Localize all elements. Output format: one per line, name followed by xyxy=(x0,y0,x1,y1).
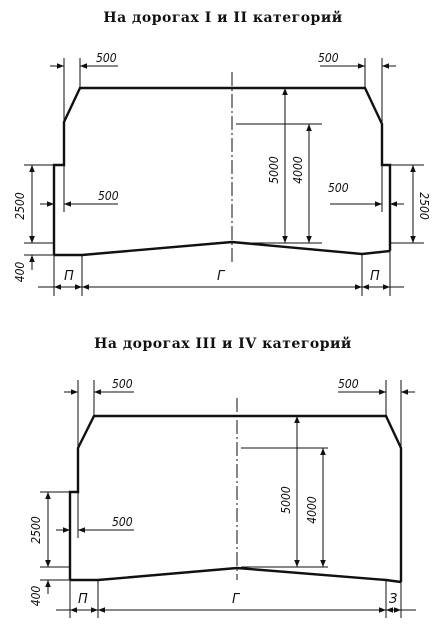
diagram-2: На дорогах III и IV категорий 500 50 xyxy=(29,335,416,618)
label-carriageway: Г xyxy=(232,592,241,607)
dim-5000: 5000 xyxy=(279,486,293,514)
diagram-1: На дорогах I и II категорий 500 xyxy=(13,9,431,296)
dim-shoulder-left: 500 xyxy=(98,189,119,203)
dim-2500-left: 2500 xyxy=(29,516,43,544)
dim-shoulder-left: 500 xyxy=(112,515,133,529)
dim-5000: 5000 xyxy=(267,156,281,184)
diagram-2-title: На дорогах III и IV категорий xyxy=(94,335,352,352)
dim-400: 400 xyxy=(13,262,27,283)
label-shoulder-left: П xyxy=(64,269,74,284)
dim-2500-right: 2500 xyxy=(417,192,431,220)
clearance-outline xyxy=(52,86,392,255)
dim-top-left: 500 xyxy=(112,377,133,391)
dim-top-left: 500 xyxy=(96,51,117,65)
dim-top-right: 500 xyxy=(338,377,359,391)
dim-2500-left: 2500 xyxy=(13,192,27,220)
label-right-zone: З xyxy=(389,592,397,607)
diagram-1-title: На дорогах I и II категорий xyxy=(103,9,342,26)
roadway-profile xyxy=(54,240,391,257)
dim-4000: 4000 xyxy=(291,156,305,184)
label-carriageway: Г xyxy=(217,269,226,284)
dim-400: 400 xyxy=(29,586,43,607)
label-shoulder-right: П xyxy=(370,269,380,284)
roadway-profile xyxy=(70,566,402,584)
clearance-outline xyxy=(68,414,403,582)
label-shoulder-left: П xyxy=(78,592,88,607)
dim-4000: 4000 xyxy=(305,496,319,524)
dim-shoulder-right: 500 xyxy=(328,181,349,195)
dim-top-right: 500 xyxy=(318,51,339,65)
